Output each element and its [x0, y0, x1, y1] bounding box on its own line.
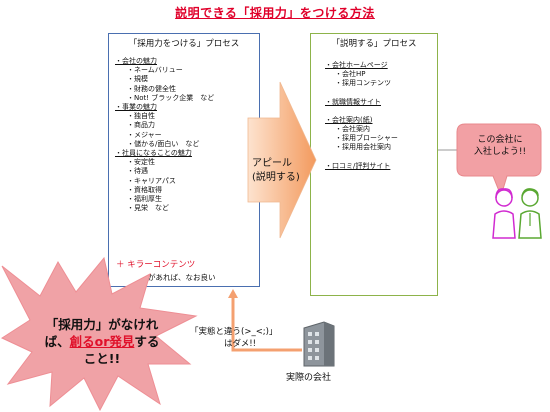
list-item: ・会社HP — [335, 70, 366, 79]
burst-line2: ば、創るor発見する — [17, 333, 187, 350]
section-heading-job-site: ・就職情報サイト — [325, 97, 381, 106]
left-box-list: ・会社の魅力 ・ネームバリュー ・規模 ・財務の健全性 ・Not! ブラック企業… — [115, 57, 214, 213]
list-item: ・規模 — [127, 75, 148, 84]
reality-line1: 「実態と違う(>_<;)」 — [190, 327, 278, 337]
burst-message: 「採用力」がなけれ ば、創るor発見する こと!! — [17, 316, 187, 367]
appeal-label-line1: アピール — [252, 158, 292, 169]
list-item: ・キャリアパス — [127, 176, 176, 185]
section-heading-homepage: ・会社ホームページ — [325, 61, 388, 69]
killer-content-note: があれば、なお良い — [148, 273, 216, 282]
people-illustration — [492, 188, 542, 239]
list-item: ・待遇 — [127, 167, 148, 176]
list-item: ・財務の健全性 — [127, 84, 176, 93]
reality-arrowhead — [228, 289, 238, 298]
list-item: ・安定性 — [127, 158, 155, 167]
appeal-label: アピール (説明する) — [252, 157, 332, 185]
section-heading-employee: ・社員になることの魅力 — [115, 149, 192, 158]
section-heading-business: ・事業の魅力 — [115, 103, 157, 112]
page-title: 説明できる「採用力」をつける方法 — [175, 6, 375, 20]
burst-line2-pre: ば、 — [44, 334, 70, 349]
speech-bubble — [456, 123, 542, 198]
right-box-title: 「説明する」プロセス — [331, 39, 417, 49]
list-item: ・福利厚生 — [127, 195, 162, 204]
list-item: ・儲かる/面白い など — [127, 139, 200, 148]
list-item: ・独自性 — [127, 112, 155, 121]
list-item: ・採用コンテンツ — [335, 79, 391, 88]
list-item: ・採用用会社案内 — [335, 143, 391, 152]
list-item: ・Not! ブラック企業 など — [127, 93, 215, 102]
bubble-connector — [438, 149, 458, 151]
left-box-title: 「採用力をつける」プロセス — [128, 39, 240, 49]
killer-content-label: ＋ キラーコンテンツ — [116, 260, 196, 270]
reality-line2: はダメ!! — [224, 339, 257, 349]
woman-icon — [492, 188, 516, 239]
man-icon — [518, 188, 542, 239]
appeal-label-line2: (説明する) — [252, 172, 300, 183]
list-item: ・メジャー — [127, 130, 162, 139]
building-icon — [303, 321, 335, 367]
reality-connector — [231, 296, 302, 352]
burst-line3: こと!! — [83, 351, 121, 366]
actual-company-label: 実際の会社 — [286, 373, 332, 383]
list-item: ・会社案内 — [335, 125, 370, 134]
reality-warning: 「実態と違う(>_<;)」 はダメ!! — [190, 326, 278, 350]
list-item: ・商品力 — [127, 121, 155, 130]
burst-shape — [0, 256, 198, 412]
recruiting-power-process-box: 「採用力をつける」プロセス ・会社の魅力 ・ネームバリュー ・規模 ・財務の健全… — [108, 33, 260, 287]
list-item: ・見栄 など — [127, 204, 169, 213]
speech-bubble-text: この会社に 入社しよう!! — [464, 134, 536, 158]
section-heading-brochure: ・会社案内(紙) — [325, 115, 373, 124]
bubble-line2: 入社しよう!! — [473, 147, 527, 157]
bubble-line1: この会社に — [477, 135, 523, 145]
burst-line1: 「採用力」がなけれ — [45, 317, 159, 332]
section-heading-company: ・会社の魅力 — [115, 57, 157, 65]
list-item: ・資格取得 — [127, 185, 162, 194]
burst-line2-post: する — [134, 334, 160, 349]
explain-process-box: 「説明する」プロセス ・会社ホームページ ・会社HP ・採用コンテンツ ・就職情… — [310, 33, 438, 296]
list-item: ・ネームバリュー — [127, 66, 183, 75]
right-box-list: ・会社ホームページ ・会社HP ・採用コンテンツ ・就職情報サイト ・会社案内(… — [325, 61, 398, 171]
burst-line2-red: 創るor発見 — [69, 334, 135, 349]
list-item: ・採用ブローシャー — [335, 134, 398, 143]
section-heading-review-site: ・口コミ/評判サイト — [325, 161, 391, 170]
appeal-arrow — [247, 81, 317, 239]
